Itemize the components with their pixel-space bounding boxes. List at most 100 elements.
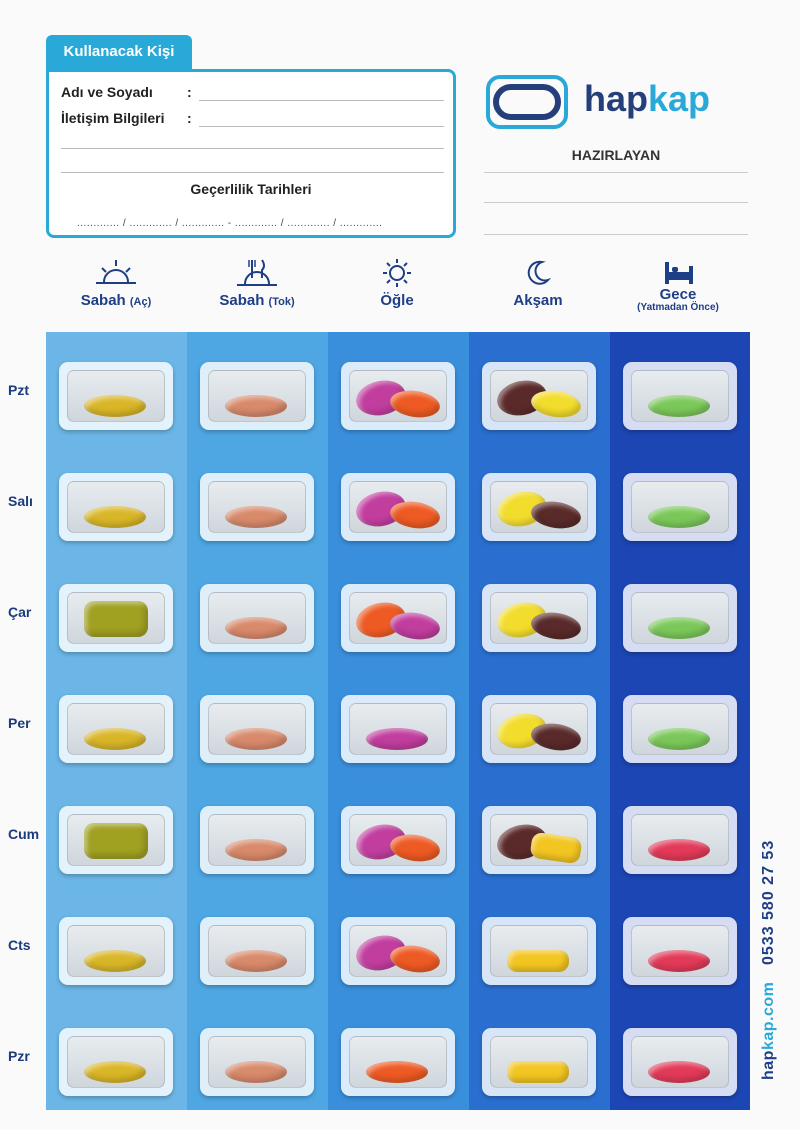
pill	[529, 720, 583, 754]
pill-compartment[interactable]	[482, 917, 596, 985]
pill-compartment[interactable]	[482, 584, 596, 652]
pill-compartment[interactable]	[341, 362, 455, 430]
pill-compartment[interactable]	[59, 695, 173, 763]
compartment-window	[349, 370, 447, 422]
pill-compartment[interactable]	[623, 806, 737, 874]
pill-compartment[interactable]	[59, 917, 173, 985]
pill-compartment[interactable]	[623, 473, 737, 541]
user-tab: Kullanacak Kişi	[46, 35, 192, 69]
col-title-0: Sabah (Aç)	[80, 292, 152, 309]
sun-icon	[383, 259, 411, 287]
validity-dates[interactable]: ............. / ............. / ........…	[77, 218, 383, 229]
col-sub-4: (Yatmadan Önce)	[637, 302, 719, 313]
pill-compartment[interactable]	[59, 806, 173, 874]
prepared-by-label: HAZIRLAYAN	[571, 147, 661, 163]
compartment-window	[631, 925, 729, 977]
validity-label: Geçerlilik Tarihleri	[190, 181, 312, 197]
pill	[84, 950, 146, 972]
pill	[648, 395, 710, 417]
pill-compartment[interactable]	[200, 1028, 314, 1096]
pill	[648, 506, 710, 528]
pill	[225, 839, 287, 861]
compartment-window	[67, 1036, 165, 1088]
pill	[648, 728, 710, 750]
compartment-window	[208, 370, 306, 422]
pill-compartment[interactable]	[482, 806, 596, 874]
pill-compartment[interactable]	[59, 1028, 173, 1096]
pill-compartment[interactable]	[200, 584, 314, 652]
pill	[529, 831, 583, 865]
compartment-window	[67, 814, 165, 866]
pill-compartment[interactable]	[341, 1028, 455, 1096]
pill-compartment[interactable]	[200, 473, 314, 541]
hapkap-logo-icon	[486, 75, 568, 129]
pill	[529, 387, 583, 421]
pill	[507, 1061, 569, 1083]
pill-compartment[interactable]	[200, 362, 314, 430]
contact-line[interactable]	[199, 126, 444, 127]
compartment-window	[631, 703, 729, 755]
pill	[366, 1061, 428, 1083]
compartment-window	[490, 703, 588, 755]
compartment-window	[67, 925, 165, 977]
pill-compartment[interactable]	[482, 1028, 596, 1096]
hapkap-logo-text: hapkap	[584, 78, 711, 119]
compartment-window	[349, 481, 447, 533]
compartment-window	[208, 592, 306, 644]
sunrise-icon	[96, 260, 136, 284]
pill-compartment[interactable]	[200, 917, 314, 985]
compartment-window	[490, 592, 588, 644]
compartment-window	[208, 814, 306, 866]
pill-compartment[interactable]	[623, 1028, 737, 1096]
pill	[84, 506, 146, 528]
compartment-window	[631, 814, 729, 866]
pill-compartment[interactable]	[341, 695, 455, 763]
prepared-by-line-2[interactable]	[484, 202, 748, 203]
pill	[225, 395, 287, 417]
pill-compartment[interactable]	[623, 584, 737, 652]
pill	[648, 950, 710, 972]
extra-line-1[interactable]	[61, 148, 444, 149]
pill-compartment[interactable]	[341, 806, 455, 874]
compartment-window	[67, 703, 165, 755]
name-label: Adı ve Soyadı	[61, 84, 153, 100]
compartment-window	[67, 481, 165, 533]
pill-compartment[interactable]	[341, 917, 455, 985]
col-head-evening: Akşam	[468, 258, 608, 309]
pill-compartment[interactable]	[341, 584, 455, 652]
pill-compartment[interactable]	[482, 695, 596, 763]
pill-compartment[interactable]	[59, 362, 173, 430]
pill-compartment[interactable]	[623, 695, 737, 763]
pill-compartment[interactable]	[623, 362, 737, 430]
pill-compartment[interactable]	[59, 473, 173, 541]
col-title-2: Öğle	[380, 292, 414, 309]
pill-compartment[interactable]	[482, 473, 596, 541]
pill-compartment[interactable]	[623, 917, 737, 985]
compartment-window	[349, 1036, 447, 1088]
name-colon: :	[187, 84, 192, 100]
pill-compartment[interactable]	[200, 695, 314, 763]
day-label: Per	[8, 715, 31, 731]
pill	[225, 950, 287, 972]
compartment-window	[349, 592, 447, 644]
col-title-1: Sabah (Tok)	[219, 292, 295, 309]
pill-compartment[interactable]	[341, 473, 455, 541]
prepared-by-line-1[interactable]	[484, 172, 748, 173]
pill	[225, 617, 287, 639]
name-line[interactable]	[199, 100, 444, 101]
day-label: Pzr	[8, 1048, 30, 1064]
pill-compartment[interactable]	[59, 584, 173, 652]
col-title-4: Gece	[659, 286, 697, 303]
pill	[225, 728, 287, 750]
side-website: hapkap.com	[760, 981, 777, 1080]
prepared-by-line-3[interactable]	[484, 234, 748, 235]
compartment-window	[208, 1036, 306, 1088]
extra-line-2[interactable]	[61, 172, 444, 173]
compartment-window	[490, 1036, 588, 1088]
compartment-window	[631, 1036, 729, 1088]
pill	[84, 395, 146, 417]
pill-compartment[interactable]	[482, 362, 596, 430]
compartment-window	[349, 925, 447, 977]
pill-compartment[interactable]	[200, 806, 314, 874]
